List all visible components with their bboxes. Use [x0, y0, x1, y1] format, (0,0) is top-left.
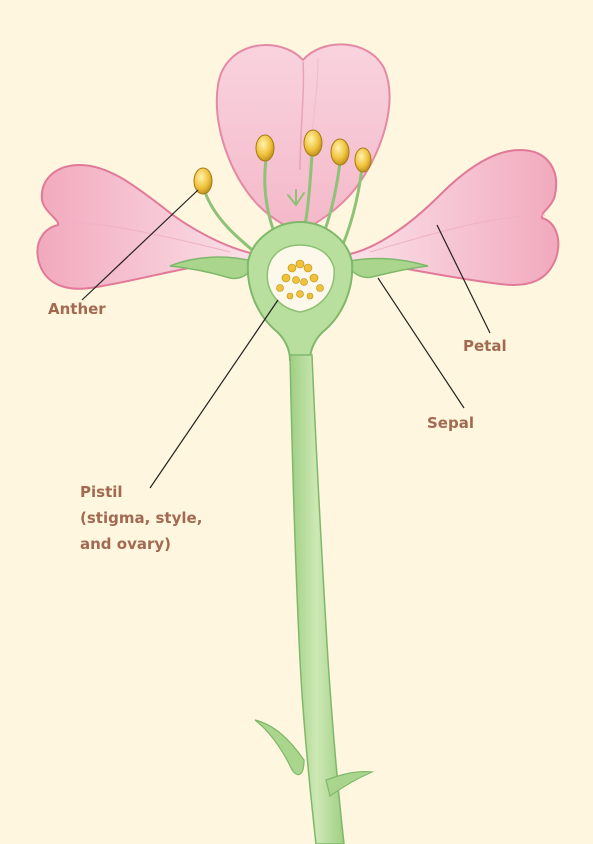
anther-label-text: Anther — [48, 296, 106, 322]
pistil-label-line1: Pistil — [80, 479, 202, 505]
pistil-label-line3: and ovary) — [80, 531, 202, 557]
pistil-label: Pistil (stigma, style, and ovary) — [80, 479, 202, 557]
anther-label: Anther — [48, 296, 106, 322]
petal-label-text: Petal — [463, 333, 507, 359]
stem — [255, 355, 372, 844]
pistil-label-line2: (stigma, style, — [80, 505, 202, 531]
ovary — [248, 222, 352, 360]
sepal-label-text: Sepal — [427, 410, 474, 436]
sepal-label: Sepal — [427, 410, 474, 436]
sepal-leader-line — [378, 278, 464, 408]
top-petal — [217, 44, 390, 232]
petal-label: Petal — [463, 333, 507, 359]
pistil-leader-line — [150, 300, 278, 488]
